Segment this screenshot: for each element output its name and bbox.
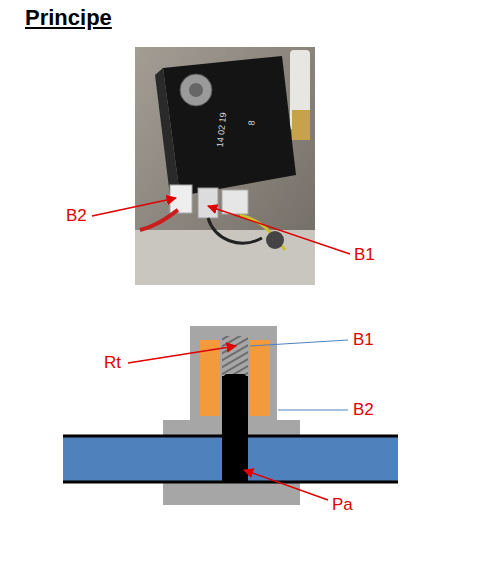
wire xyxy=(140,210,178,230)
part-label: B2 xyxy=(66,207,87,226)
spring xyxy=(222,336,248,376)
plunger xyxy=(222,376,248,483)
coil-marking: 8 xyxy=(247,120,257,126)
screw xyxy=(266,231,284,249)
plunger-top xyxy=(224,374,246,380)
part-label: Rt xyxy=(104,354,121,373)
connector xyxy=(198,188,218,218)
part-label: B1 xyxy=(353,331,374,350)
nut xyxy=(180,74,212,106)
section-drawing xyxy=(63,326,398,505)
wire xyxy=(240,215,285,250)
coil-side xyxy=(155,68,180,196)
photo xyxy=(135,47,315,285)
leader-arrow xyxy=(244,470,328,500)
leader-arrow xyxy=(208,206,350,254)
coil-marking: 14 02 19 xyxy=(216,112,229,148)
part-label: Pa xyxy=(332,496,353,515)
coil-body xyxy=(163,56,296,196)
part-label: B1 xyxy=(354,246,375,265)
leader-arrow xyxy=(92,198,176,216)
nut-hole xyxy=(189,83,203,97)
photo-ground xyxy=(135,47,315,285)
winding xyxy=(250,340,270,416)
part-label: B2 xyxy=(353,401,374,420)
leader-line xyxy=(278,410,348,411)
terminal xyxy=(292,110,310,140)
leader-arrow xyxy=(128,346,236,363)
title: Principe xyxy=(25,6,112,30)
connector xyxy=(222,190,248,214)
leader-line xyxy=(250,340,348,346)
base-block xyxy=(163,482,300,505)
